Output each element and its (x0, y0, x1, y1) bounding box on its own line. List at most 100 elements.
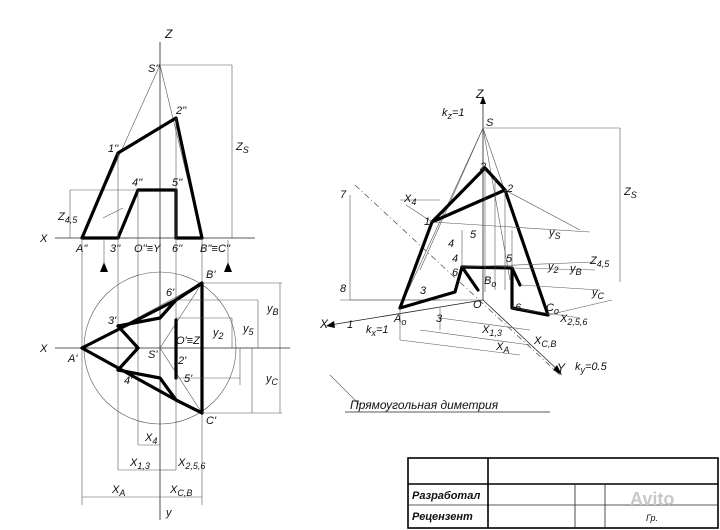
label-5-front: 5'' (172, 177, 183, 189)
label-y-axis: y (165, 507, 173, 519)
top-view (55, 271, 290, 498)
top-inner-upper (116, 298, 178, 328)
label-o-y: O''≡Y (134, 243, 161, 255)
iso-xcb (419, 329, 531, 346)
title-frame (407, 457, 719, 529)
label-iso-yb: yB (569, 263, 582, 277)
x-arrow (326, 321, 335, 328)
iso-c2 (504, 189, 581, 231)
label-kz: kz=1 (442, 107, 465, 121)
label-iso-x-axis: X (319, 317, 329, 331)
label-4-top: 4' (124, 375, 133, 387)
label-4-front: 4'' (132, 177, 143, 189)
label-xcb: XC,B (169, 484, 192, 498)
label-c1: C' (206, 415, 217, 427)
label-s1: S' (148, 349, 158, 361)
label-3-front: 3'' (110, 243, 121, 255)
label-iso-5b: 5 (506, 253, 513, 265)
top-sb (159, 282, 203, 349)
iso-c4 (519, 284, 601, 291)
label-iso-3a: 3 (420, 285, 427, 297)
label-z45: Z4,5 (57, 211, 78, 225)
label-yb: yB (266, 303, 279, 317)
label-1-front: 1'' (108, 143, 119, 155)
label-2-top: 2' (177, 355, 187, 367)
arrow-down-left (100, 262, 108, 272)
label-s2: S'' (148, 63, 160, 75)
label-x256: X2,5,6 (177, 457, 205, 471)
label-iso-1: 1 (424, 216, 430, 228)
y-arrow (553, 365, 562, 375)
label-iso-x4: X4 (403, 193, 416, 207)
label-iso-b0: Bo (484, 275, 496, 289)
iso-x13 (439, 317, 531, 331)
label-x-top: X (39, 343, 48, 355)
label-a1: A' (67, 353, 78, 365)
label-o-z: O'≡Z (176, 335, 201, 347)
labels-right: kz=1 Z S 2 2 X4 1 7 4 5 4 5 6 Bo 8 3 3 O… (319, 87, 637, 412)
label-a2: A'' (75, 243, 88, 255)
iso-inner-1 (460, 265, 480, 292)
iso-c6 (461, 261, 596, 268)
iso-x4-ref (405, 204, 433, 223)
label-iso-1b: 1 (347, 319, 353, 331)
label-iso-xcb: XC,B (533, 335, 556, 349)
z-arrow (480, 96, 486, 104)
label-iso-z45: Z4,5 (589, 255, 610, 269)
iso-c5 (547, 299, 613, 316)
label-y2: y2 (212, 327, 224, 341)
label-2-front: 2'' (175, 105, 187, 117)
front-outline (80, 116, 204, 240)
front-cutout (116, 188, 178, 240)
iso-x256 (511, 307, 581, 319)
label-iso-xa: XA (495, 341, 509, 355)
label-iso-7: 7 (340, 189, 347, 201)
label-y5: y5 (242, 323, 255, 337)
label-iso-a0: Ao (393, 313, 406, 327)
title-reviewer: Рецензент (412, 511, 473, 523)
top-sc (159, 347, 203, 414)
iso-outline (398, 188, 550, 317)
title-block-text: Разработал Рецензент Гр. Avito (412, 489, 674, 523)
label-iso-5a: 5 (470, 229, 477, 241)
title-group: Гр. (646, 513, 658, 523)
label-x4: X4 (144, 432, 157, 446)
iso-inner-2 (510, 266, 522, 287)
label-iso-x13: X1,3 (481, 324, 502, 338)
iso-y-axis (482, 299, 561, 373)
arrow-down-right (224, 262, 232, 272)
label-xa: XA (111, 484, 125, 498)
label-iso-3b: 3 (436, 313, 443, 325)
title-developed: Разработал (412, 490, 480, 502)
caption: Прямоугольная диметрия (350, 398, 499, 412)
title-block (407, 457, 719, 529)
label-3-top: 3' (108, 315, 117, 327)
label-iso-yc: yC (591, 287, 605, 301)
label-iso-2b: 2 (506, 183, 513, 195)
top-inner-lower (116, 368, 178, 402)
iso-s-4 (419, 127, 484, 271)
label-b-c: B''≡C'' (200, 243, 231, 255)
front-view (55, 42, 255, 520)
label-iso-o: O (473, 299, 482, 311)
iso-c1 (431, 221, 591, 233)
label-z: Z (164, 27, 173, 41)
iso-x-axis (329, 299, 484, 326)
label-kx: kx=1 (366, 324, 389, 338)
label-5-top: 5' (184, 373, 193, 385)
iso-s-b (482, 127, 511, 281)
label-iso-s: S (486, 117, 494, 129)
top-right-edge (174, 281, 204, 415)
label-x-front: X (39, 233, 48, 245)
label-iso-6b: 6 (515, 302, 522, 314)
label-yc: yC (265, 373, 279, 387)
label-b1: B' (206, 269, 216, 281)
label-iso-y: Y (557, 361, 566, 375)
label-iso-y2: y2 (547, 261, 559, 275)
label-x13: X1,3 (129, 457, 150, 471)
caption-leader (329, 374, 361, 406)
label-iso-ys: yS (548, 227, 561, 241)
label-iso-4b: 4 (452, 253, 458, 265)
labels-left: Z S'' 2'' 1'' 4'' 5'' ZS Z4,5 X A'' 3'' … (39, 27, 279, 519)
